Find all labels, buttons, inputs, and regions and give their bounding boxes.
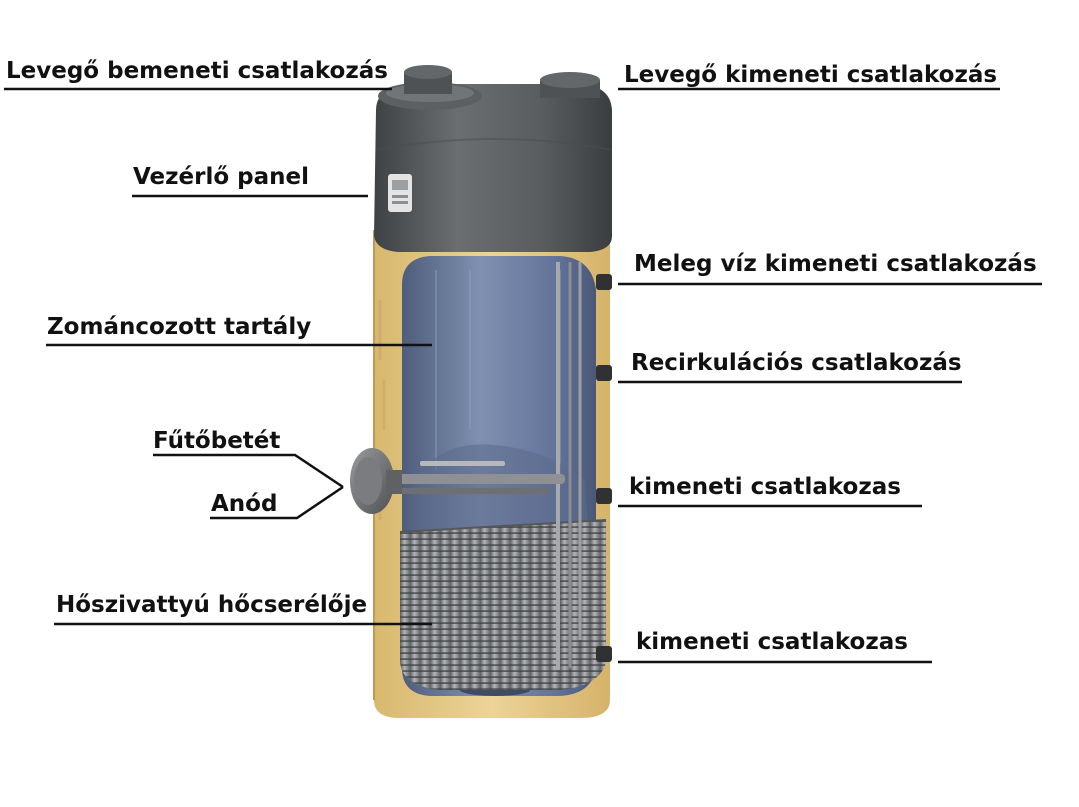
heating-element-and-anode	[350, 448, 565, 514]
label-upper-outlet: kimeneti csatlakozas	[629, 474, 901, 500]
label-lower-outlet: kimeneti csatlakozas	[636, 629, 908, 655]
label-heat-pump-exchanger: Hőszivattyú hőcserélője	[56, 592, 368, 618]
heat-pump-exchanger-coil	[399, 519, 607, 690]
label-air-inlet: Levegő bemeneti csatlakozás	[6, 58, 388, 84]
label-enamelled-tank: Zománcozott tartály	[47, 314, 312, 340]
internal-pipes	[556, 262, 582, 670]
top-lid	[374, 65, 613, 252]
leader-anode	[210, 485, 344, 520]
leader-lines	[4, 87, 1042, 664]
leader-heating-element	[153, 453, 344, 489]
label-hot-water-outlet: Meleg víz kimeneti csatlakozás	[634, 251, 1037, 277]
control-panel-display	[388, 174, 412, 212]
label-anode: Anód	[211, 491, 278, 517]
label-heating-element: Fűtőbetét	[153, 428, 281, 454]
connection-stubs	[596, 274, 612, 662]
label-control-panel: Vezérlő panel	[133, 164, 310, 190]
label-recirculation: Recirkulációs csatlakozás	[631, 350, 962, 376]
label-air-outlet: Levegő kimeneti csatlakozás	[624, 62, 998, 88]
